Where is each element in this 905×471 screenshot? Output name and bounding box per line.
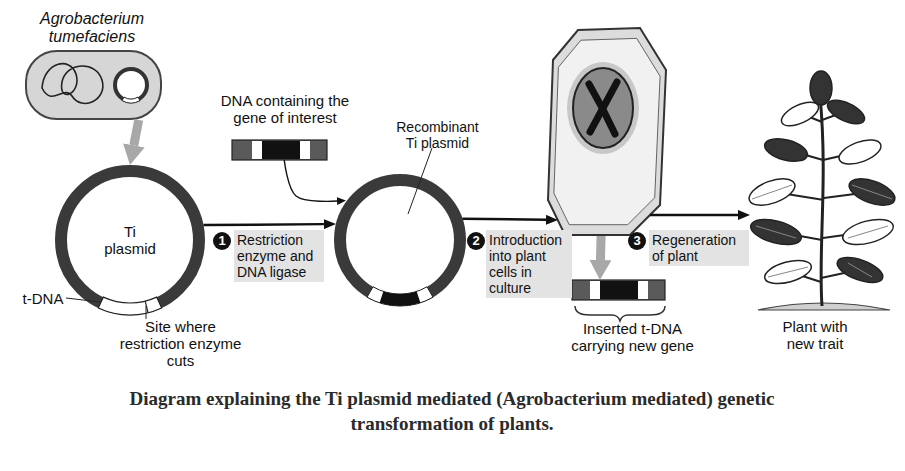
plant-branches [774, 112, 870, 282]
bracket [575, 306, 665, 321]
tdna-border [638, 281, 648, 299]
leaf [836, 135, 884, 169]
step-number: 2 [467, 232, 485, 250]
step-label: Introduction into plant cells in culture [486, 230, 572, 298]
chromosome [589, 84, 615, 134]
leaf [834, 252, 886, 287]
tdna-border [590, 281, 600, 299]
nucleus-halo [567, 62, 639, 154]
node-outline [232, 140, 327, 160]
node-outline [548, 28, 666, 236]
leader-line [408, 148, 432, 214]
tdna-border [300, 141, 310, 159]
leaf [846, 173, 899, 210]
node-label: DNA containing the gene of interest [210, 92, 360, 126]
ti-plasmid: Ti plasmid [55, 165, 205, 315]
leaf [824, 95, 868, 128]
leaf [762, 256, 814, 288]
step-number: 3 [628, 232, 646, 250]
figure-caption: Diagram explaining the Ti plasmid mediat… [82, 386, 822, 436]
bacterial-chromosome [42, 64, 103, 104]
node-label: Agrobacterium tumefaciens [27, 10, 157, 46]
tdna-border [252, 141, 262, 159]
leaf [762, 135, 810, 166]
process-arrow [650, 214, 738, 217]
process-arrow [462, 219, 546, 220]
gene-of-interest [262, 141, 300, 159]
node-outline [334, 174, 466, 306]
node-label: Plant with new trait [770, 318, 860, 352]
part-label: t-DNA [18, 290, 68, 307]
leader-line [66, 298, 100, 302]
step-label: Restriction enzyme and DNA ligase [234, 230, 324, 282]
leaf [778, 97, 822, 130]
step-number: 1 [213, 232, 231, 250]
plant-stem [820, 96, 823, 306]
nucleus [573, 68, 633, 148]
gene-insert [380, 291, 421, 306]
leaf-veins [752, 185, 892, 277]
cell-wall [548, 28, 666, 235]
plasmid-ring [61, 171, 199, 309]
transgenic-plant: Plant with new trait [750, 85, 895, 313]
cut-site-mark [145, 301, 148, 313]
leaf [746, 173, 799, 210]
bacterium-cell: Agrobacterium tumefaciens [25, 50, 162, 120]
small-plasmid-tdna [122, 97, 140, 103]
dna-bar [232, 140, 327, 160]
node-label: Ti plasmid [100, 223, 160, 257]
process-arrow [203, 223, 323, 226]
recombinant-plasmid: Recombinant Ti plasmid [334, 174, 466, 306]
small-plasmid [115, 69, 147, 101]
chromosome [590, 82, 617, 132]
transfer-arrow [134, 120, 139, 145]
node-outline [572, 280, 665, 300]
leader-line [146, 306, 147, 319]
node-label: Recombinant Ti plasmid [390, 119, 485, 151]
part-label: Site where restriction enzyme cuts [118, 318, 243, 369]
t-dna-fragment: Inserted t-DNA carrying new gene [572, 280, 665, 300]
leaf [810, 71, 832, 105]
step-label: Regeneration of plant [649, 230, 749, 266]
leaf [748, 215, 804, 250]
tdna-segment [98, 297, 161, 315]
new-gene [600, 281, 638, 299]
process-arrow [284, 160, 337, 201]
dna-fragment: DNA containing the gene of interest [232, 140, 327, 160]
leaf [840, 215, 896, 250]
plasmid-ring [340, 180, 460, 300]
cell-membrane [554, 38, 660, 224]
transfer-arrow [596, 236, 606, 260]
dna-bar [572, 280, 665, 300]
soil [758, 303, 890, 310]
node-label: Inserted t-DNA carrying new gene [564, 320, 701, 354]
tdna-insert [367, 287, 433, 306]
plant-cell [548, 28, 666, 236]
